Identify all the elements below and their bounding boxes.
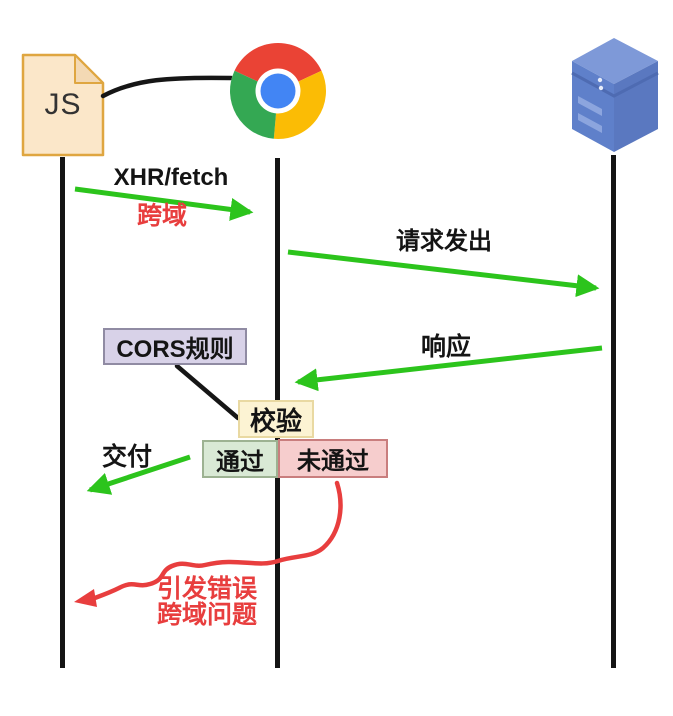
- cors-rule-connector: [174, 363, 241, 421]
- fail-box: 未通过: [278, 439, 388, 478]
- request-sent-label: 请求发出: [396, 228, 492, 255]
- cors-rule-box: CORS规则: [103, 328, 247, 365]
- error-arrow: [74, 480, 343, 607]
- response-label: 响应: [420, 333, 471, 361]
- xhr-arrow: [74, 186, 254, 221]
- js-file-icon: [21, 53, 105, 157]
- chrome-icon: [230, 42, 326, 139]
- pass-box: 通过: [202, 440, 278, 478]
- server-icon: [571, 38, 659, 152]
- error-note-line1: 引发错误: [156, 575, 257, 603]
- xhr-fetch-label: XHR/fetch: [113, 164, 229, 191]
- js-file-label: JS: [44, 88, 82, 121]
- deliver-label: 交付: [101, 443, 152, 471]
- error-note: 引发错误 跨域问题: [107, 576, 307, 628]
- response-arrow: [294, 345, 603, 392]
- deliver-arrow: [86, 454, 191, 495]
- cross-origin-label: 跨域: [136, 202, 187, 230]
- js-to-browser-connector: [100, 75, 234, 99]
- error-note-line2: 跨域问题: [156, 601, 257, 629]
- check-box: 校验: [238, 400, 314, 438]
- request-arrow: [287, 249, 600, 298]
